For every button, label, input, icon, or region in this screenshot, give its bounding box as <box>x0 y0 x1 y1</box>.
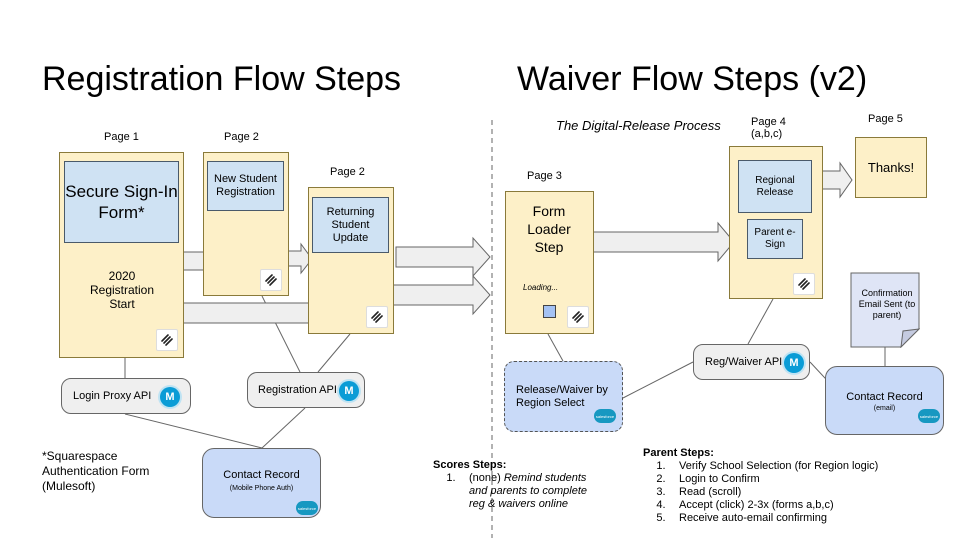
parent-step-number: 3. <box>656 486 666 498</box>
registration-api: Registration API M <box>247 372 365 408</box>
regional-release-text: Regional Release <box>755 174 795 198</box>
parent-step-item: 1. Verify School Selection (for Region lo… <box>643 460 943 473</box>
registration-title: Registration Flow Steps <box>42 60 402 98</box>
squarespace-logo-icon <box>260 269 282 291</box>
digital-release-subtitle: The Digital-Release Process <box>556 118 721 133</box>
page1-card: Secure Sign-In Form* 2020 Registration S… <box>59 152 184 358</box>
secure-signin-text: Secure Sign-In Form* <box>65 182 178 222</box>
parent-step-number: 4. <box>656 499 666 511</box>
page3-card: Form Loader Step Loading... <box>505 191 594 334</box>
contact-record-title: Contact Record <box>223 469 300 481</box>
arrow-page3-to-page4 <box>583 221 735 263</box>
confirmation-email-note <box>850 272 920 348</box>
connector-release-box-api <box>622 361 694 399</box>
page2-new-label: Page 2 <box>224 131 259 143</box>
mulesoft-logo-icon: M <box>160 387 180 407</box>
reg-waiver-api: Reg/Waiver API M <box>693 344 810 380</box>
parent-step-text: Accept (click) 2-3x (forms a,b,c) <box>679 499 834 511</box>
secure-signin-form: Secure Sign-In Form* <box>64 161 179 243</box>
page5-label: Page 5 <box>868 113 903 125</box>
page2-new-card: New Student Registration <box>203 152 289 296</box>
page2-returning-label: Page 2 <box>330 166 365 178</box>
reg-waiver-api-label: Reg/Waiver API <box>705 356 783 368</box>
confirmation-email-text: Confirmation Email Sent (to parent) <box>858 288 916 320</box>
mulesoft-logo-icon: M <box>784 353 804 373</box>
contact-record-email-subtitle: (email) <box>873 405 896 412</box>
release-waiver-text: Release/Waiver by Region Select <box>516 384 608 409</box>
connector-page3-release-box <box>547 333 564 362</box>
parent-step-item: 2. Login to Confirm <box>643 473 943 486</box>
parent-step-text: Read (scroll) <box>679 486 742 498</box>
login-proxy-api: Login Proxy API M <box>61 378 191 414</box>
connector-page2b-registration-api <box>317 333 351 373</box>
registration-api-label: Registration API <box>258 384 337 396</box>
loading-spinner-placeholder <box>543 305 556 318</box>
returning-student-update: Returning Student Update <box>312 197 389 253</box>
squarespace-logo-icon <box>793 273 815 295</box>
parent-step-text: Login to Confirm <box>679 473 760 485</box>
regional-release: Regional Release <box>738 160 812 213</box>
form-loader-step-text: Form Loader Step <box>527 203 571 255</box>
scores-step-text: (none) Remind students and parents to co… <box>469 472 597 511</box>
parent-step-item: 5. Receive auto-email confirming <box>643 512 943 525</box>
contact-record-email-title: Contact Record <box>846 391 923 403</box>
connector-login-api-contact <box>124 413 263 449</box>
page5-card: Thanks! <box>855 137 927 198</box>
squarespace-logo-icon <box>567 306 589 328</box>
new-student-text: New Student Registration <box>214 173 277 198</box>
arrow-to-page3-upper <box>395 236 491 278</box>
contact-record-email: Contact Record (email) salesforce <box>825 366 944 435</box>
contact-record-mobile: Contact Record (Mobile Phone Auth) sales… <box>202 448 321 518</box>
parent-step-number: 2. <box>656 473 666 485</box>
returning-student-text: Returning Student Update <box>326 205 375 244</box>
loading-text: Loading... <box>523 283 559 292</box>
salesforce-logo-icon: salesforce <box>594 409 616 423</box>
scores-step-item: 1. (none) Remind students and parents to… <box>433 472 633 511</box>
page3-label: Page 3 <box>527 170 562 182</box>
salesforce-logo-icon: salesforce <box>918 409 940 423</box>
footnote-squarespace: *Squarespace Authentication Form (Muleso… <box>42 449 150 493</box>
page1-label: Page 1 <box>104 131 139 143</box>
scores-step-italic: Remind students and parents to complete … <box>469 472 588 510</box>
scores-steps: Scores Steps: 1. (none) Remind students … <box>433 459 633 511</box>
parent-esign-text: Parent e-Sign <box>754 227 796 250</box>
release-waiver-box: Release/Waiver by Region Select salesfor… <box>504 361 623 432</box>
salesforce-logo-icon: salesforce <box>296 501 318 515</box>
arrow-page1-to-page2-returning <box>173 292 329 334</box>
registration-start-text: 2020 Registration Start <box>89 269 155 311</box>
waiver-title: Waiver Flow Steps (v2) <box>517 60 868 98</box>
mulesoft-logo-icon: M <box>339 381 359 401</box>
parent-steps-heading: Parent Steps: <box>643 447 714 459</box>
parent-step-text: Receive auto-email confirming <box>679 512 827 524</box>
page4-sub-label: (a,b,c) <box>751 128 783 140</box>
scores-step-number: 1. <box>446 472 456 484</box>
parent-step-text: Verify School Selection (for Region logi… <box>679 460 879 472</box>
connector-page4-api <box>747 298 774 345</box>
page4-card: Regional Release Parent e-Sign <box>729 146 823 299</box>
parent-step-item: 3. Read (scroll) <box>643 486 943 499</box>
page2-returning-card: Returning Student Update <box>308 187 394 334</box>
scores-step-prefix: (none) <box>469 472 501 484</box>
new-student-registration: New Student Registration <box>207 161 284 211</box>
thanks-text: Thanks! <box>867 160 915 175</box>
page4-label: Page 4 <box>751 116 786 128</box>
parent-esign: Parent e-Sign <box>747 219 803 259</box>
contact-record-subtitle: (Mobile Phone Auth) <box>229 485 294 492</box>
parent-steps: Parent Steps: 1. Verify School Selection … <box>643 447 943 525</box>
squarespace-logo-icon <box>156 329 178 351</box>
scores-steps-heading: Scores Steps: <box>433 459 507 471</box>
connector-registration-api-contact <box>261 407 306 449</box>
parent-step-number: 5. <box>656 512 666 524</box>
arrow-to-page3-lower <box>390 274 491 316</box>
parent-step-item: 4. Accept (click) 2-3x (forms a,b,c) <box>643 499 943 512</box>
squarespace-logo-icon <box>366 306 388 328</box>
login-proxy-api-label: Login Proxy API <box>73 390 152 402</box>
parent-step-number: 1. <box>656 460 666 472</box>
